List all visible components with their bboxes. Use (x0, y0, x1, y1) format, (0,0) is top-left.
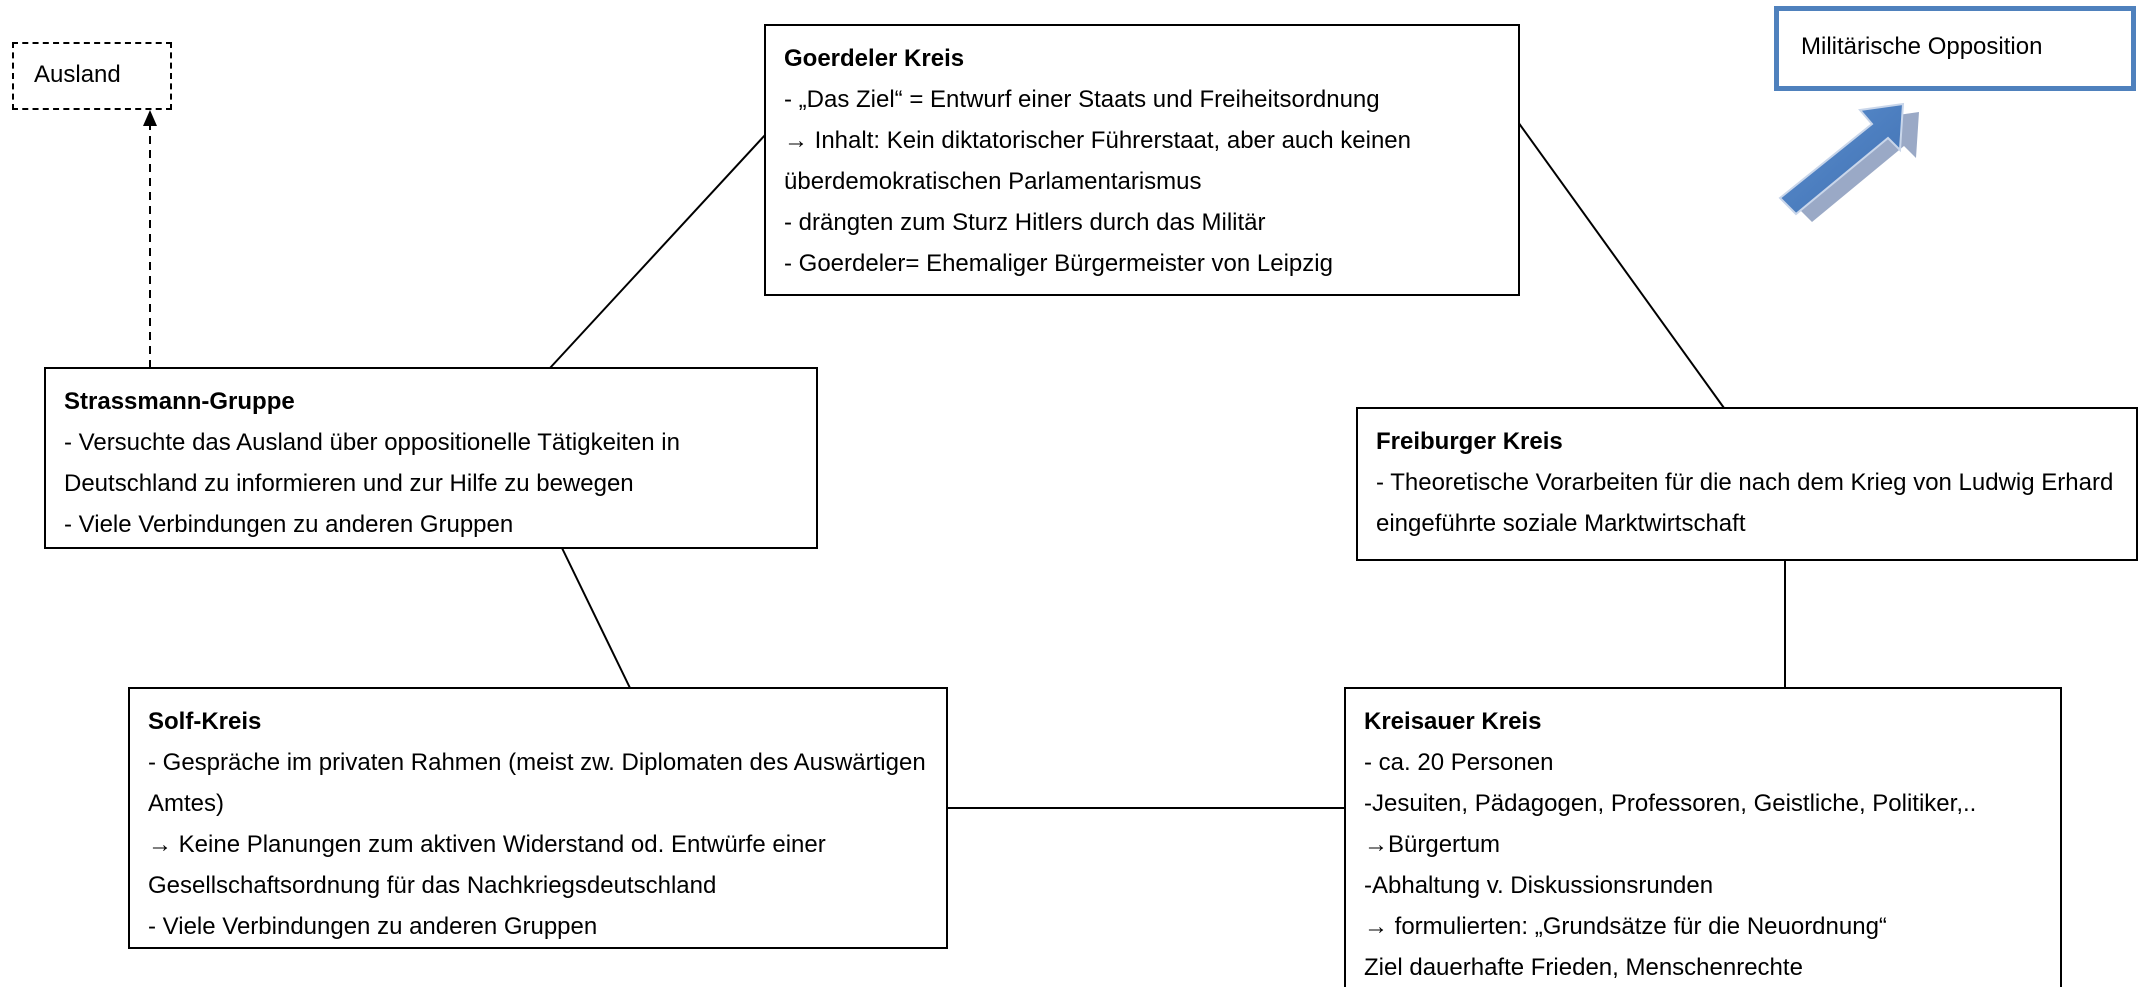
ausland-label: Ausland (34, 61, 121, 88)
goerdeler-kreis-box: Goerdeler Kreis - „Das Ziel“ = Entwurf e… (764, 24, 1520, 296)
strassmann-line-2: - Viele Verbindungen zu anderen Gruppen (64, 511, 514, 538)
solf-line-1: - Gespräche im privaten Rahmen (meist zw… (148, 749, 926, 817)
arrowhead-ausland (143, 110, 157, 126)
kreisauer-kreis-box: Kreisauer Kreis - ca. 20 Personen -Jesui… (1344, 687, 2062, 987)
strassmann-line-1: - Versuchte das Ausland über oppositione… (64, 429, 680, 497)
solf-line-3: - Viele Verbindungen zu anderen Gruppen (148, 913, 598, 940)
freiburger-kreis-box: Freiburger Kreis - Theoretische Vorarbei… (1356, 407, 2138, 561)
connector-strassmann-solf (561, 547, 631, 689)
goerdeler-line-4: - Goerdeler= Ehemaliger Bürgermeister vo… (784, 250, 1333, 277)
connector-goerdeler-strassmann (549, 133, 767, 369)
militaer-opposition-box: Militärische Opposition (1774, 6, 2136, 91)
militaer-opposition-label: Militärische Opposition (1801, 33, 2043, 60)
kreisauer-line-3: →Bürgertum (1364, 831, 1501, 858)
kreisauer-kreis-title: Kreisauer Kreis (1364, 708, 1542, 735)
kreisauer-line-2: -Jesuiten, Pädagogen, Professoren, Geist… (1364, 790, 1977, 817)
strassmann-gruppe-box: Strassmann-Gruppe - Versuchte das Auslan… (44, 367, 818, 549)
solf-kreis-box: Solf-Kreis - Gespräche im privaten Rahme… (128, 687, 948, 949)
goerdeler-line-1: - „Das Ziel“ = Entwurf einer Staats und … (784, 86, 1380, 113)
solf-line-2: → Keine Planungen zum aktiven Widerstand… (148, 831, 826, 899)
connector-goerdeler-freiburger (1517, 121, 1725, 409)
freiburger-kreis-title: Freiburger Kreis (1376, 428, 1563, 455)
goerdeler-line-3: - drängten zum Sturz Hitlers durch das M… (784, 209, 1266, 236)
kreisauer-line-4: -Abhaltung v. Diskussionsrunden (1364, 872, 1714, 899)
strassmann-gruppe-title: Strassmann-Gruppe (64, 388, 295, 415)
ausland-box: Ausland (12, 42, 172, 110)
militaer-arrow-icon (1778, 102, 1919, 222)
kreisauer-line-6: Ziel dauerhafte Frieden, Menschenrechte (1364, 954, 1803, 981)
kreisauer-line-1: - ca. 20 Personen (1364, 749, 1554, 776)
goerdeler-line-2: → Inhalt: Kein diktatorischer Führerstaa… (784, 127, 1411, 195)
kreisauer-line-5: → formulierten: „Grundsätze für die Neuo… (1364, 913, 1887, 940)
goerdeler-kreis-title: Goerdeler Kreis (784, 45, 965, 72)
solf-kreis-title: Solf-Kreis (148, 708, 262, 735)
freiburger-line-1: - Theoretische Vorarbeiten für die nach … (1376, 469, 2114, 537)
